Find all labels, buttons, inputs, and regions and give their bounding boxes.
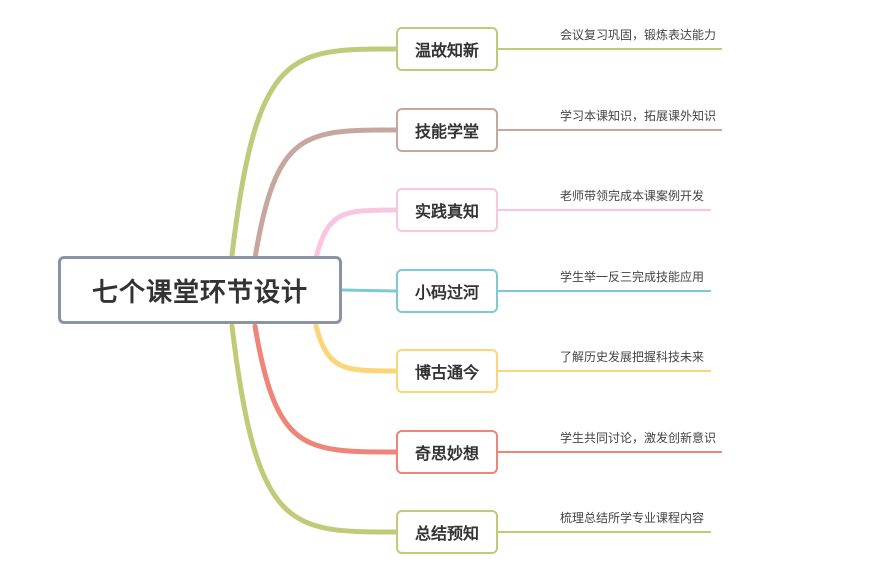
central-topic[interactable]: 七个课堂环节设计 (58, 256, 342, 324)
branch-node-history[interactable]: 博古通今 (396, 349, 498, 393)
branch-node-label: 实践真知 (414, 202, 479, 221)
branch-node-review[interactable]: 温故知新 (396, 27, 498, 71)
branch-connector (252, 323, 399, 455)
branch-node-label: 温故知新 (414, 41, 479, 60)
branch-connector (229, 323, 399, 535)
branch-description: 梳理总结所学专业课程内容 (560, 511, 705, 525)
branch-description: 了解历史发展把握科技未来 (560, 350, 705, 364)
branch-description: 学生共同讨论，激发创新意识 (560, 431, 717, 445)
branch-connector (313, 207, 399, 261)
branch-connector (313, 323, 399, 374)
branch-description: 会议复习巩固，锻炼表达能力 (560, 28, 717, 42)
branch-description: 学习本课知识，拓展课外知识 (560, 109, 717, 123)
branch-connector (340, 288, 398, 293)
central-topic-label: 七个课堂环节设计 (91, 277, 308, 308)
branch-node-label: 小码过河 (414, 283, 479, 302)
branch-node-summary[interactable]: 总结预知 (396, 510, 498, 554)
branch-description: 老师带领完成本课案例开发 (560, 189, 705, 203)
branch-connector (229, 46, 399, 258)
branch-node-label: 奇思妙想 (414, 444, 479, 463)
branch-node-label: 博古通今 (414, 363, 479, 382)
branch-node-practice[interactable]: 实践真知 (396, 188, 498, 232)
branch-node-label: 技能学堂 (414, 122, 479, 141)
branch-description: 学生举一反三完成技能应用 (560, 270, 705, 284)
branch-connector (252, 127, 399, 261)
branch-node-ideas[interactable]: 奇思妙想 (396, 430, 498, 474)
branch-node-apply[interactable]: 小码过河 (396, 269, 498, 313)
branch-node-skills[interactable]: 技能学堂 (396, 108, 498, 152)
branch-node-label: 总结预知 (414, 524, 479, 543)
